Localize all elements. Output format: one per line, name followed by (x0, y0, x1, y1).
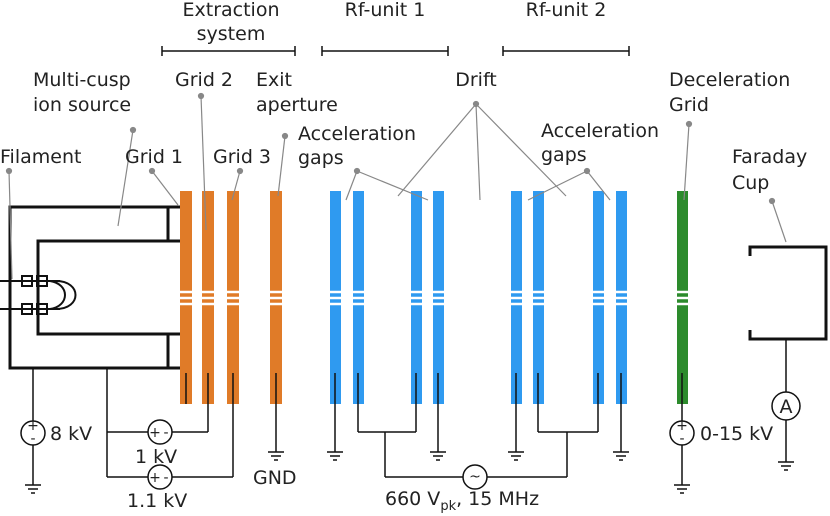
ground-symbols (25, 451, 794, 494)
circuit-wires (32, 339, 787, 485)
ground-icon (613, 451, 629, 461)
voltage-8kv-label: 8 kV (50, 423, 92, 445)
rf-unit-2-bracket (502, 46, 630, 56)
voltage-source-1-1kv: + - (147, 464, 173, 490)
svg-text:+: + (149, 425, 161, 441)
accel-2-label: Acceleration (541, 120, 659, 142)
svg-text:+: + (676, 418, 688, 434)
ground-icon (674, 484, 690, 494)
tilde-icon: ~ (469, 469, 481, 485)
extraction-title-2: system (197, 23, 266, 45)
extraction-title: Extraction (183, 0, 280, 21)
decel-voltage-label: 0-15 kV (700, 423, 773, 445)
rf-unit-1-bracket (321, 46, 449, 56)
ground-icon (778, 461, 794, 471)
source-label-2: ion source (33, 94, 131, 116)
voltage-1-1kv-label: 1.1 kV (127, 490, 187, 512)
faraday-label: Faraday (732, 146, 807, 168)
ground-icon (430, 451, 446, 461)
grid-3-label: Grid 3 (213, 146, 271, 168)
source-label: Multi-cusp (33, 69, 131, 91)
exit-label: Exit (256, 69, 292, 91)
svg-text:-: - (679, 431, 684, 447)
accel-2-label-2: gaps (541, 144, 587, 166)
label-pointers (5, 92, 787, 280)
grid-2-label: Grid 2 (175, 69, 233, 91)
svg-text:-: - (163, 470, 168, 486)
rf-ac-source: ~ (462, 464, 488, 490)
ammeter-label: A (780, 396, 793, 418)
minus-sign: - (30, 431, 35, 447)
rf-unit-2-title: Rf-unit 2 (526, 0, 607, 21)
svg-text:-: - (163, 425, 168, 441)
drift-label: Drift (455, 69, 497, 91)
svg-text:+: + (149, 470, 161, 486)
voltage-1kv-label: 1 kV (135, 446, 177, 468)
ammeter: A (771, 391, 801, 421)
ground-icon (25, 484, 41, 494)
ion-source (8, 205, 183, 370)
voltage-source-8kv: + - (20, 418, 46, 447)
filament-coil (0, 275, 77, 315)
rf-voltage-label: 660 Vpk, 15 MHz (385, 488, 539, 514)
accel-1-label-2: gaps (298, 147, 344, 169)
ground-icon (268, 451, 284, 461)
voltage-source-decel: + - (669, 418, 695, 447)
filament-label: Filament (0, 146, 81, 168)
accel-1-label: Acceleration (298, 123, 416, 145)
faraday-label-2: Cup (732, 172, 769, 194)
labels: Extraction system Rf-unit 1 Rf-unit 2 Mu… (0, 0, 807, 514)
ground-icon (508, 451, 524, 461)
voltage-source-1kv: + - (147, 419, 173, 445)
rf-unit-1-title: Rf-unit 1 (345, 0, 426, 21)
faraday-cup (748, 245, 828, 341)
grid-1-label: Grid 1 (125, 146, 183, 168)
plus-sign: + (27, 418, 39, 434)
exit-label-2: aperture (256, 94, 338, 116)
extraction-bracket (161, 46, 296, 56)
section-brackets (161, 46, 630, 56)
decel-label: Deceleration (669, 69, 790, 91)
gnd-label: GND (253, 467, 297, 489)
aperture-gap-mask (160, 288, 702, 308)
decel-label-2: Grid (669, 94, 709, 116)
ground-icon (327, 451, 343, 461)
